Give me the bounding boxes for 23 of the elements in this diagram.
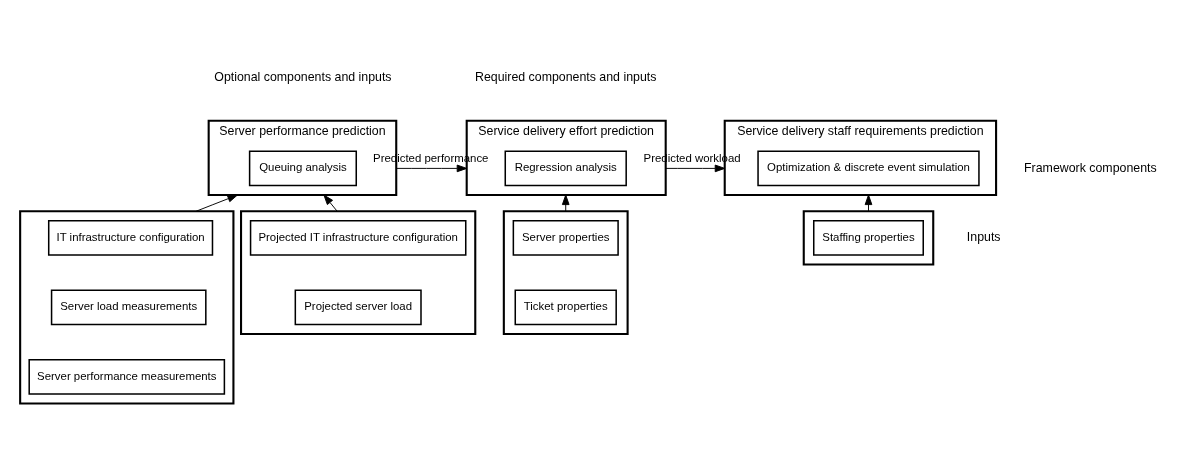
node-box: Regression analysis xyxy=(504,150,627,186)
arrow xyxy=(195,194,238,212)
cluster xyxy=(802,209,935,266)
node-box: Server load measurements xyxy=(50,289,207,325)
node-box: IT infrastructure configuration xyxy=(47,219,214,256)
cluster xyxy=(240,209,477,335)
arrow xyxy=(395,164,468,172)
node-box: Ticket properties xyxy=(514,289,617,325)
arrow xyxy=(665,164,726,172)
node-box: Server properties xyxy=(512,219,619,256)
label: Inputs xyxy=(966,229,1001,244)
node-box: Staffing properties xyxy=(813,219,924,256)
label: Framework components xyxy=(1024,160,1157,175)
arrow xyxy=(323,194,338,212)
node-box: Projected IT infrastructure configuration xyxy=(249,219,467,256)
node-box: Queuing analysis xyxy=(248,150,357,186)
node-box: Projected server load xyxy=(294,289,422,325)
label: Optional components and inputs xyxy=(214,69,392,84)
cluster xyxy=(19,209,235,405)
node-box: Optimization & discrete event simulation xyxy=(757,150,980,186)
cluster xyxy=(502,209,629,335)
label: Required components and inputs xyxy=(475,69,657,84)
node-box: Server performance measurements xyxy=(28,358,226,395)
